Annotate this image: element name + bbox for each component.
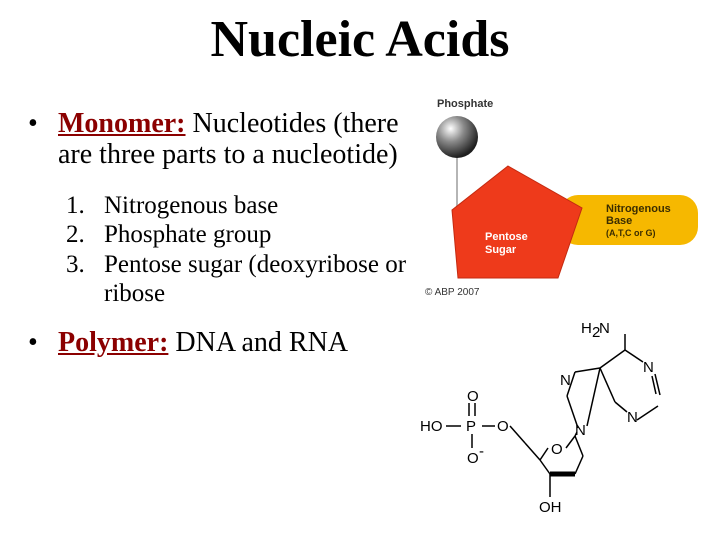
base-label-line1: Nitrogenous — [606, 203, 671, 215]
phosphate-sphere — [436, 116, 478, 158]
list-item: 3. Pentose sugar (deoxyribose or ribose — [66, 250, 418, 309]
bullet-list: • Monomer: Nucleotides (there are three … — [28, 108, 418, 358]
phosphate-ho: HO — [420, 418, 443, 435]
bullet-monomer: • Monomer: Nucleotides (there are three … — [28, 108, 418, 309]
list-item-text: Nitrogenous base — [104, 191, 279, 219]
bullet-marker: • — [28, 326, 38, 358]
ring-n1: N — [643, 359, 654, 376]
ring-n4: N — [575, 422, 586, 439]
sugar-o: O — [551, 441, 563, 458]
pentose-pentagon — [451, 165, 583, 279]
nucleotide-diagram: Phosphate Pentose Sugar Nitrogenous Base… — [425, 98, 698, 298]
polymer-text: DNA and RNA — [168, 326, 349, 358]
base-letters: (A,T,C or G) — [606, 228, 656, 238]
base-label-line2: Base — [606, 215, 632, 227]
list-item-number: 1. — [66, 191, 85, 219]
amine-subscript: 2 — [592, 324, 600, 341]
copyright-text: © ABP 2007 — [425, 287, 480, 298]
phosphate-p: P — [466, 418, 476, 435]
phosphate-label: Phosphate — [437, 98, 493, 110]
list-item-text: Phosphate group — [104, 221, 272, 249]
list-item: 2. Phosphate group — [66, 220, 418, 250]
list-item-text: Pentose sugar (deoxyribose or ribose — [104, 250, 407, 308]
phosphate-charge: - — [479, 443, 484, 460]
pentose-label-line2: Sugar — [485, 244, 517, 256]
ring-n3: N — [560, 372, 571, 389]
list-item: 1. Nitrogenous base — [66, 191, 418, 221]
slide-title: Nucleic Acids — [210, 11, 510, 68]
list-item-number: 3. — [66, 250, 85, 278]
monomer-term: Monomer: — [58, 108, 186, 139]
phosphate-top-o: O — [467, 388, 479, 405]
nucleotide-parts-list: 1. Nitrogenous base 2. Phosphate group 3. P… — [66, 191, 418, 309]
bullet-marker: • — [28, 108, 38, 139]
phosphate-bottom-o: O — [467, 450, 479, 467]
amine-h: H — [581, 320, 592, 337]
base-tab — [560, 195, 698, 245]
sugar-oh: OH — [539, 499, 562, 516]
nucleotide-structure-formula: H 2 N N N N N O HO P O O - O OH — [420, 320, 661, 516]
amine-n: N — [599, 320, 610, 337]
list-item-number: 2. — [66, 221, 85, 249]
bullet-polymer: • Polymer: DNA and RNA — [28, 327, 418, 358]
phosphate-right-o: O — [497, 418, 509, 435]
polymer-term: Polymer: — [58, 326, 169, 358]
pentose-label-line1: Pentose — [485, 231, 528, 243]
ring-n2: N — [627, 409, 638, 426]
monomer-text: Nucleotides (there are three parts to a … — [58, 108, 399, 171]
